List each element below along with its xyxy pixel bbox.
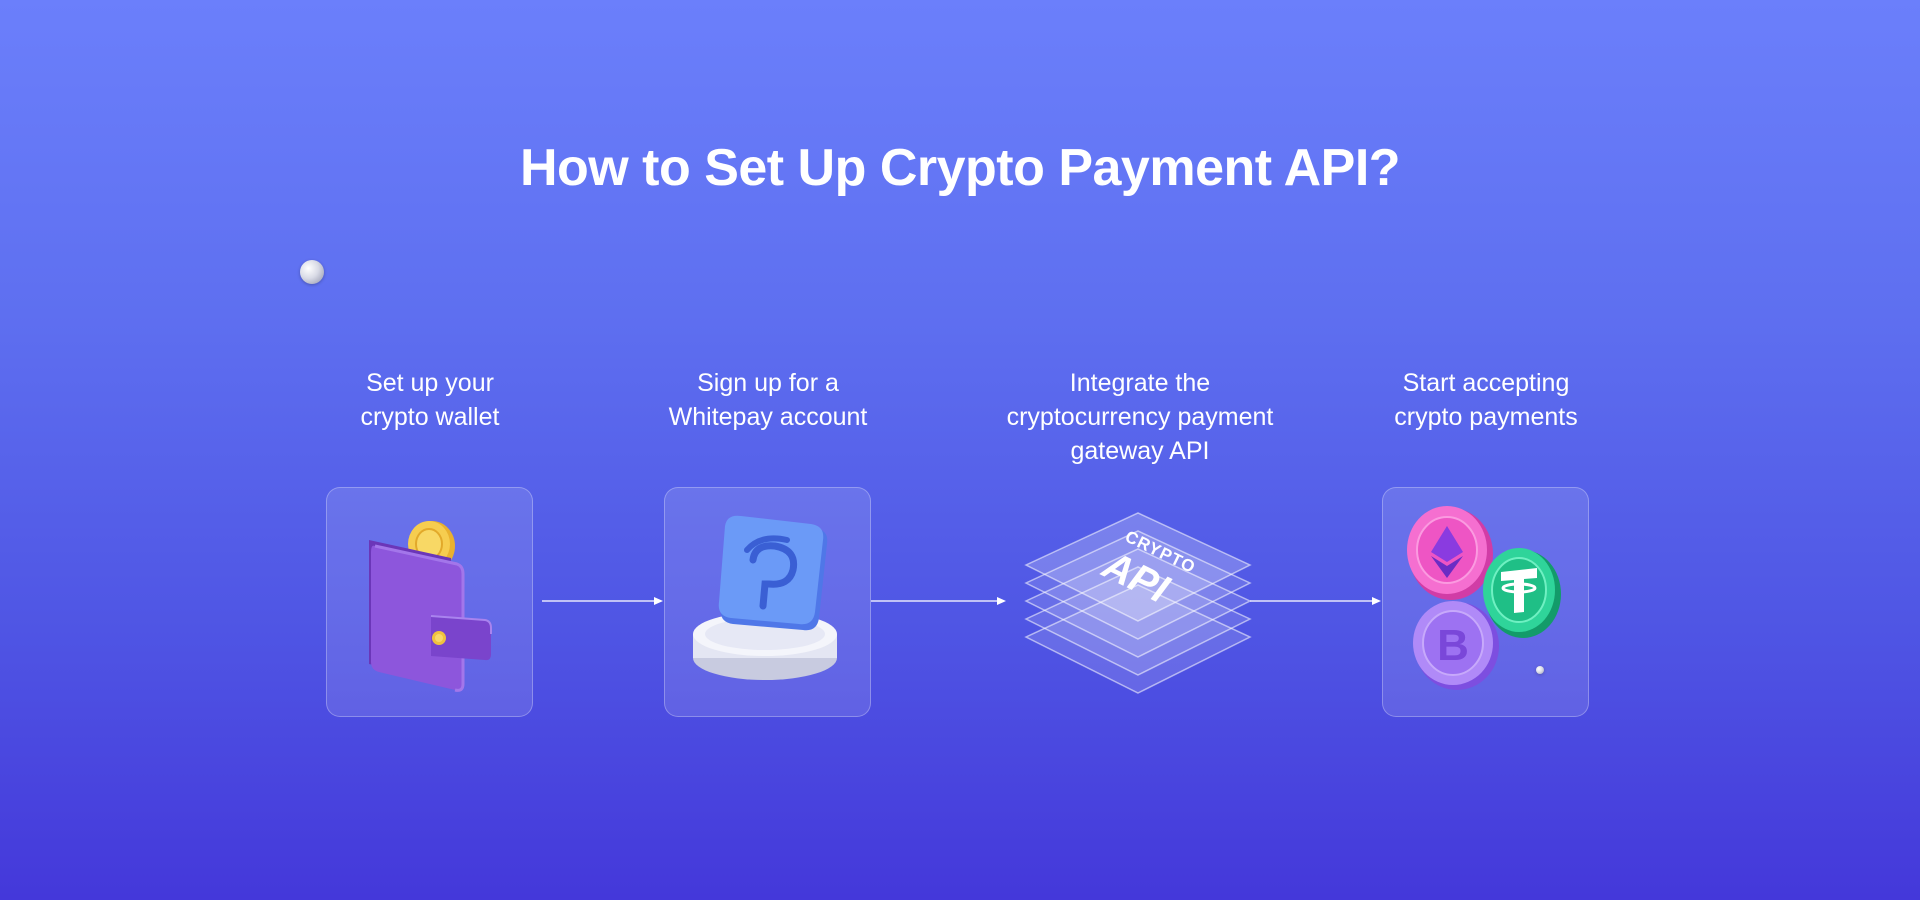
wallet-icon xyxy=(369,521,492,692)
step-4-card: B xyxy=(1382,487,1589,717)
flow-arrow xyxy=(871,596,1007,606)
crypto-api-icon: CRYPTO API xyxy=(1018,505,1258,705)
step-1-label: Set up your crypto wallet xyxy=(360,369,500,431)
step-3-label: Integrate the cryptocurrency payment gat… xyxy=(1006,369,1274,465)
crypto-coins-icon: B xyxy=(1407,506,1561,690)
step-2-label: Sign up for a Whitepay account xyxy=(668,369,868,431)
flow-arrow xyxy=(1250,596,1382,606)
whitepay-logo-icon xyxy=(693,515,837,680)
page-title: How to Set Up Crypto Payment API? xyxy=(519,139,1401,197)
step-1-card xyxy=(326,487,533,717)
decorative-sphere xyxy=(1536,666,1544,674)
flow-arrow xyxy=(542,596,664,606)
step-2-card xyxy=(664,487,871,717)
step-4-label: Start accepting crypto payments xyxy=(1394,369,1578,431)
svg-text:B: B xyxy=(1437,621,1469,670)
decorative-sphere xyxy=(300,260,324,284)
